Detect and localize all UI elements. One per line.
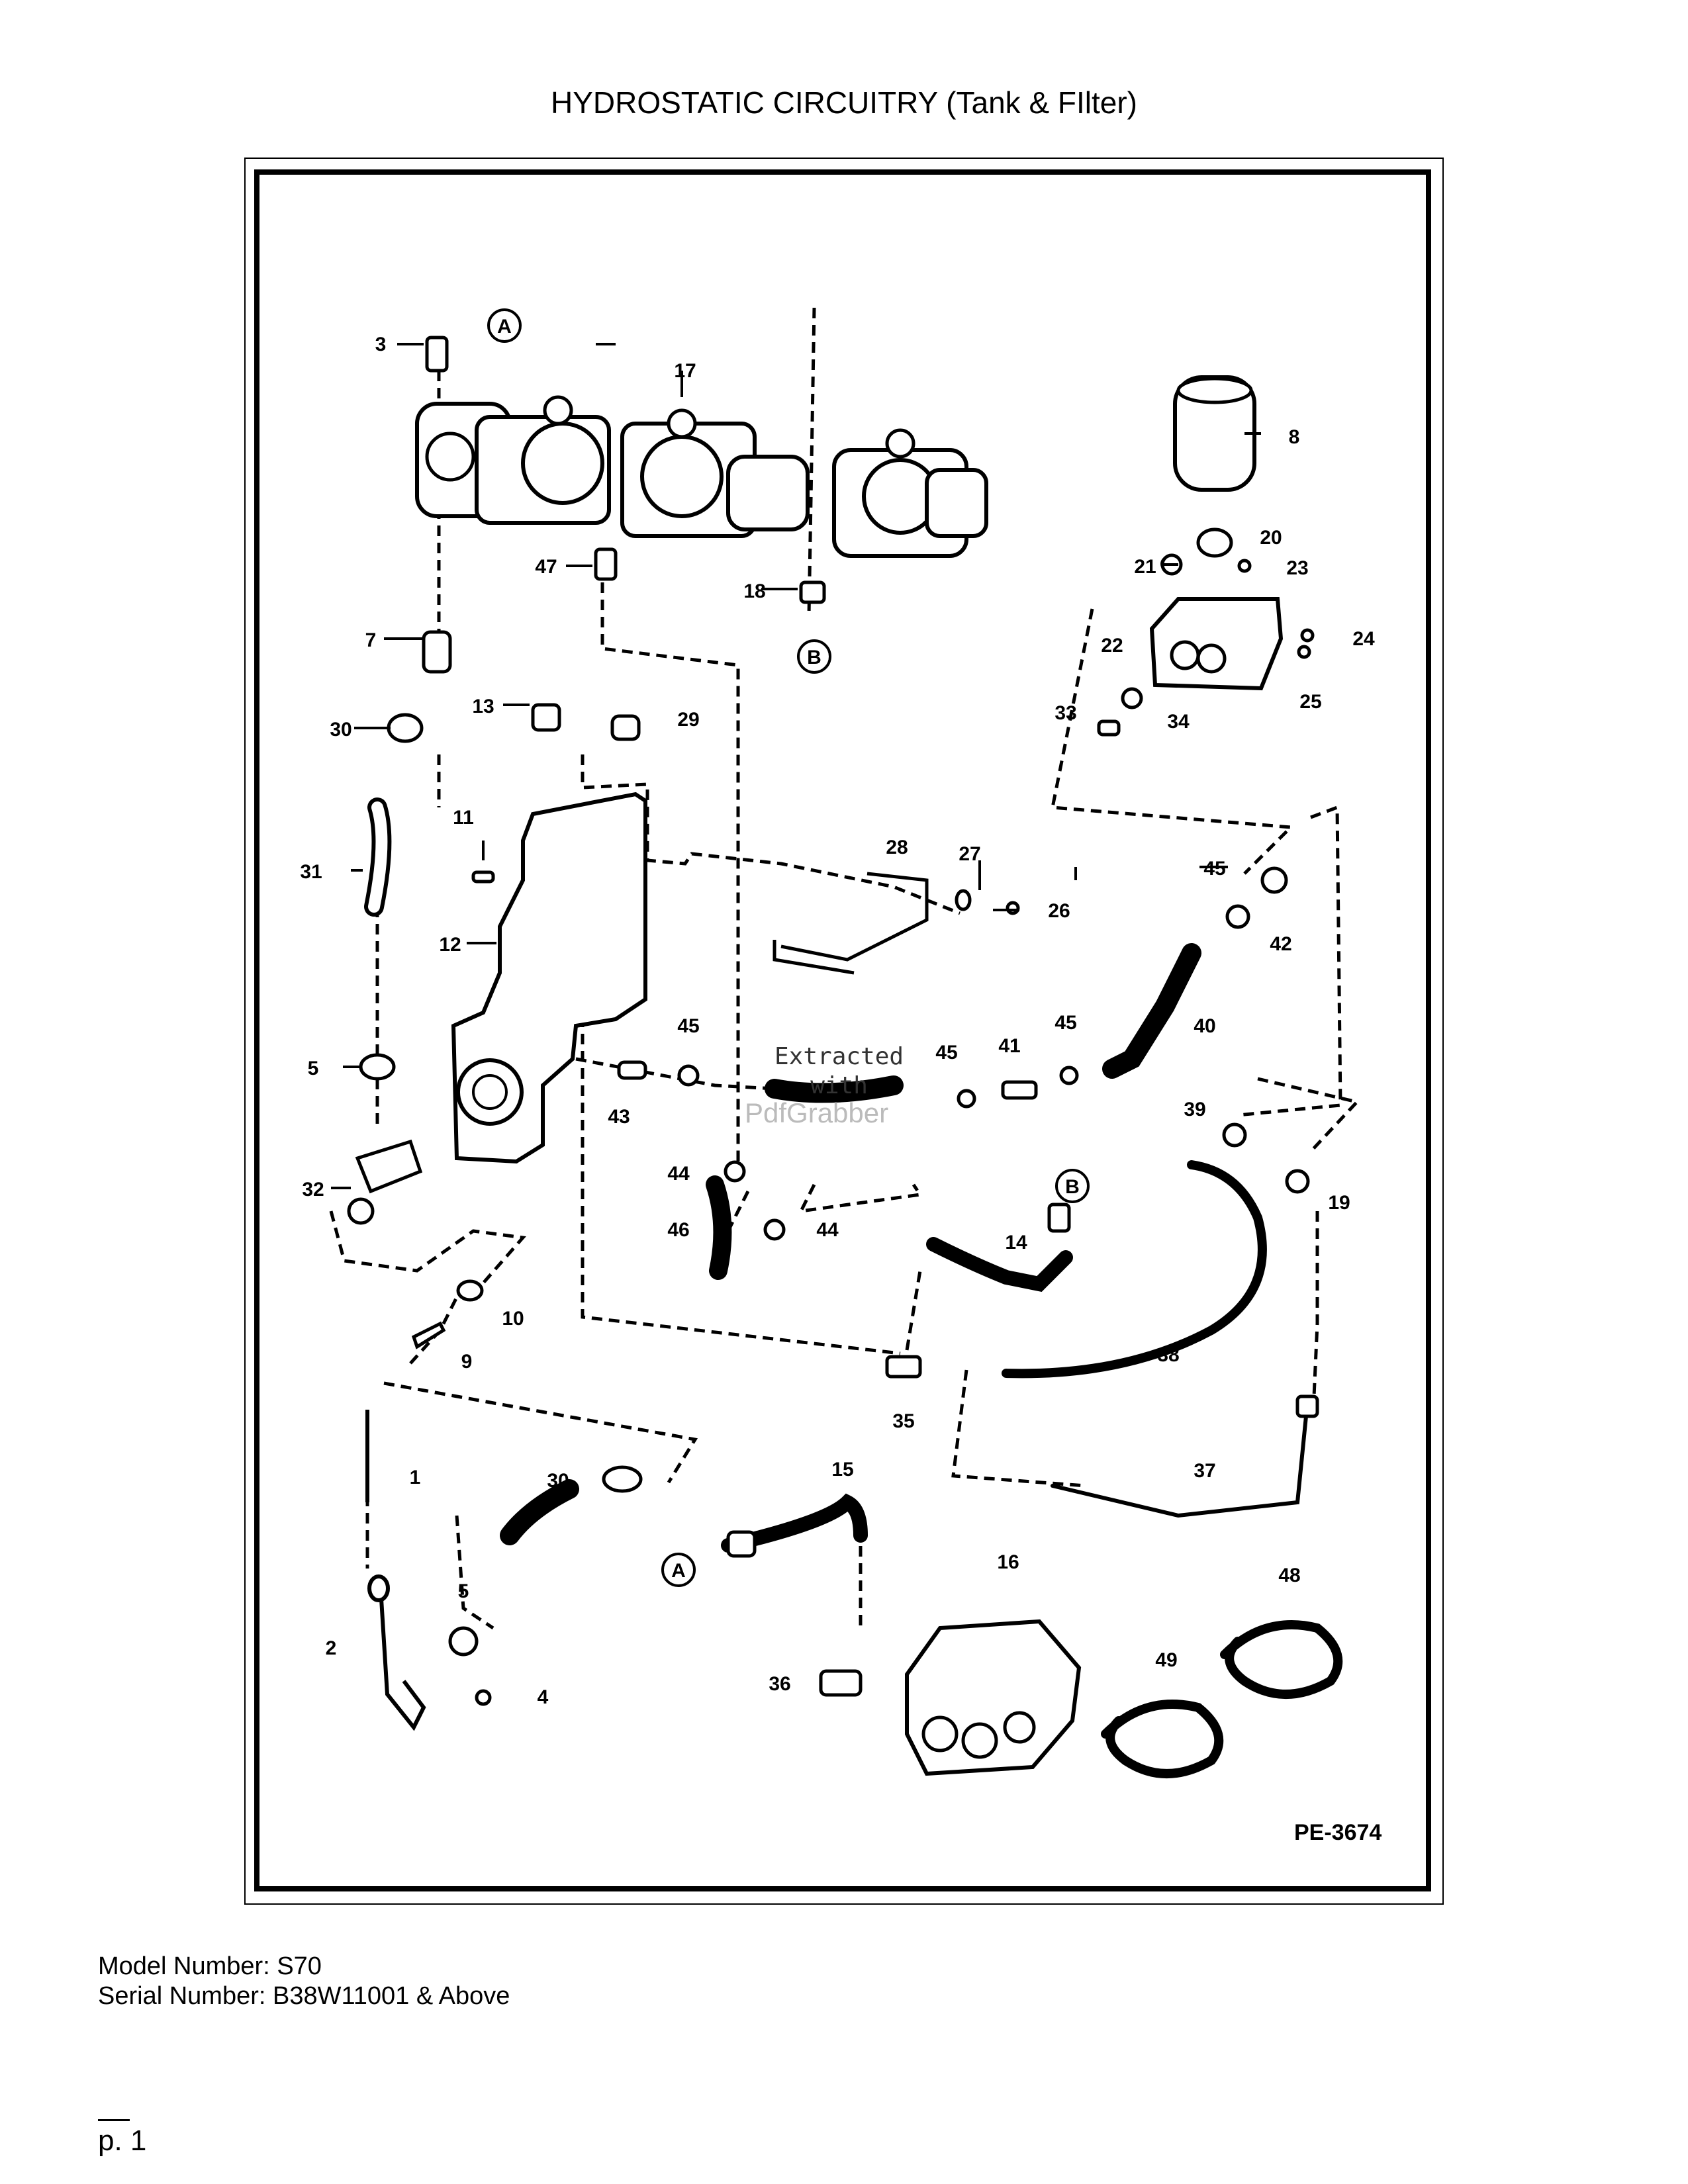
callout-41: 41: [998, 1035, 1020, 1057]
callout-28: 28: [886, 837, 908, 858]
parts-diagram: A B B A 3 17 8 20 21 23 47 18 24 22 25 7…: [300, 307, 1375, 1778]
callout-34: 34: [1167, 711, 1190, 733]
hoses: [364, 797, 1343, 1778]
callout-20: 20: [1260, 527, 1282, 549]
callout-32: 32: [302, 1179, 324, 1201]
footer-rule: [98, 2119, 130, 2121]
callout-11: 11: [453, 807, 474, 829]
callout-8: 8: [1289, 426, 1300, 448]
connector-circles: [487, 308, 1090, 1587]
callout-23: 23: [1286, 557, 1308, 579]
connector-a-hose: A: [671, 1560, 686, 1582]
diagram-code: PE-3674: [1294, 1820, 1382, 1845]
part-callouts: 3 17 8 20 21 23 47 18 24 22 25 7 33 34 1…: [300, 334, 1375, 1708]
connector-labels: A B B A: [497, 316, 1080, 1582]
callout-46: 46: [667, 1219, 689, 1241]
dipstick: [365, 1410, 426, 1731]
bracket: [773, 872, 929, 975]
callout-14: 14: [1005, 1232, 1027, 1253]
control-valve: [905, 1619, 1082, 1776]
diagram-frame-inner: [254, 169, 1431, 1891]
callout-33: 33: [1055, 702, 1076, 724]
pump-assembly-right: [832, 428, 988, 558]
callout-5-upper: 5: [308, 1058, 319, 1079]
callout-2: 2: [326, 1637, 337, 1659]
callout-37: 37: [1194, 1460, 1215, 1482]
callout-45-right: 45: [1203, 858, 1225, 880]
model-number: Model Number: S70: [98, 1952, 322, 1980]
hydraulic-filter: [1173, 375, 1256, 558]
callout-45-watermark: 45: [935, 1042, 957, 1064]
filter-head: [1149, 556, 1284, 691]
callout-36: 36: [769, 1673, 790, 1695]
callout-26: 26: [1048, 900, 1070, 922]
callout-29: 29: [677, 709, 699, 731]
callout-45-upper: 45: [1055, 1012, 1076, 1034]
callout-44-lower: 44: [816, 1219, 839, 1241]
callout-43: 43: [608, 1106, 630, 1128]
diagram-frame-outer: [244, 158, 1444, 1905]
callout-30-upper: 30: [330, 719, 352, 741]
callout-15: 15: [831, 1459, 853, 1480]
callout-19: 19: [1328, 1192, 1350, 1214]
callout-6: 6: [504, 1520, 516, 1541]
hydraulic-tank: [451, 703, 647, 1164]
callout-30-lower: 30: [547, 1470, 569, 1492]
callout-leaders: [331, 343, 1261, 1189]
callout-40: 40: [1194, 1015, 1215, 1037]
connector-a-top: A: [497, 316, 512, 338]
callout-13: 13: [472, 696, 494, 717]
callout-7: 7: [365, 629, 377, 651]
connector-b-hose: B: [1065, 1176, 1080, 1198]
callout-1: 1: [410, 1467, 421, 1488]
callout-44-upper: 44: [667, 1163, 690, 1185]
callout-12: 12: [439, 934, 461, 956]
callout-38: 38: [1157, 1344, 1179, 1366]
callout-45-mid: 45: [677, 1015, 699, 1037]
callout-24: 24: [1352, 628, 1375, 650]
callout-31: 31: [300, 861, 322, 883]
callout-49: 49: [1155, 1649, 1177, 1671]
callout-48: 48: [1278, 1565, 1300, 1586]
pump-assembly-left: [415, 395, 810, 538]
callout-42: 42: [1270, 933, 1291, 955]
page-title: HYDROSTATIC CIRCUITRY (Tank & FIlter): [550, 85, 1138, 120]
callout-39: 39: [1184, 1099, 1205, 1120]
callout-17: 17: [674, 360, 696, 382]
serial-number: Serial Number: B38W11001 & Above: [98, 1982, 510, 2010]
callout-25: 25: [1299, 691, 1321, 713]
watermark-brand: PdfGrabber: [745, 1097, 889, 1128]
page-number: p. 1: [98, 2124, 147, 2157]
watermark-text: Extracted with: [774, 1042, 904, 1101]
callout-3: 3: [375, 334, 387, 355]
watermark-line-1: Extracted: [774, 1043, 904, 1070]
callout-27: 27: [959, 843, 980, 865]
callout-18: 18: [743, 580, 765, 602]
callout-10: 10: [502, 1308, 524, 1330]
connector-b-pump: B: [807, 647, 821, 668]
callout-47: 47: [535, 556, 557, 578]
callout-5-lower: 5: [458, 1580, 469, 1602]
callout-35: 35: [892, 1410, 914, 1432]
callout-9: 9: [461, 1351, 473, 1373]
watermark-line-2: with: [810, 1072, 868, 1099]
dashed-leader-lines: [329, 307, 1360, 1630]
callout-16: 16: [997, 1551, 1019, 1573]
callout-4: 4: [538, 1686, 549, 1708]
callout-21: 21: [1134, 556, 1156, 578]
callout-22: 22: [1101, 635, 1123, 657]
